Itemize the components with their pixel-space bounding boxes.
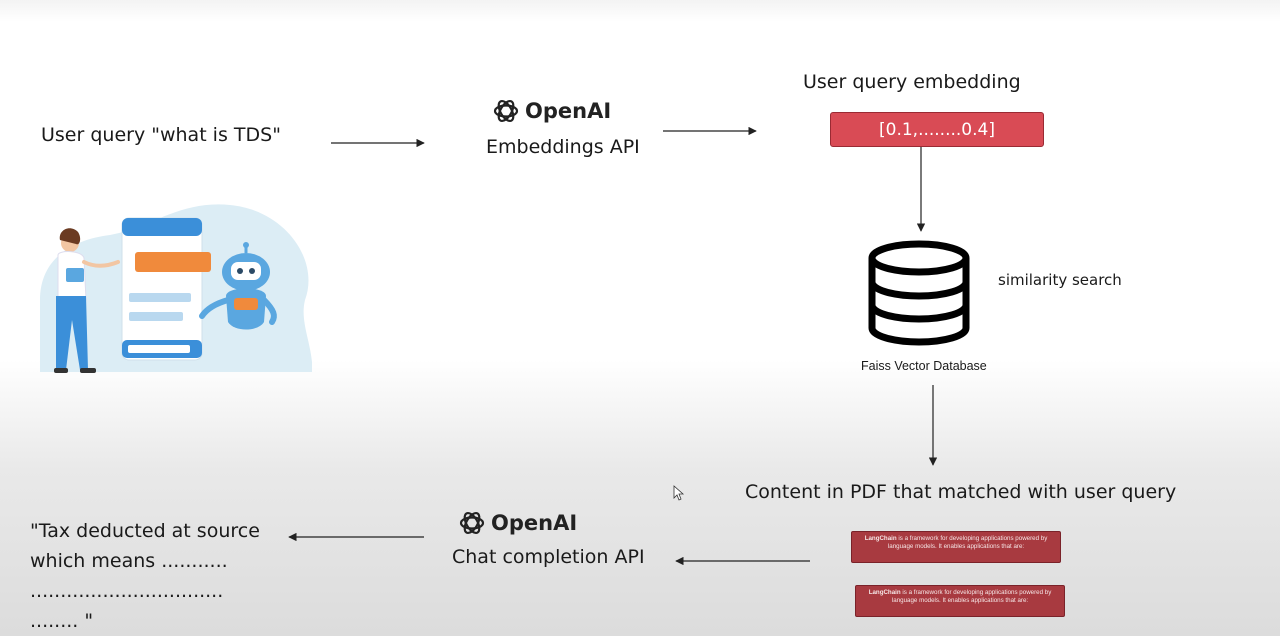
- embedding-vector-text: [0.1,........0.4]: [879, 119, 995, 140]
- user-query-label: User query "what is TDS": [41, 124, 281, 146]
- openai-logo-icon: [493, 99, 519, 123]
- pdf-snippet-bold: LangChain: [864, 535, 897, 542]
- database-icon: [868, 240, 970, 346]
- openai-logo-icon: [459, 511, 485, 535]
- faiss-database-label: Faiss Vector Database: [861, 359, 987, 373]
- answer-text: "Tax deducted at source which means ....…: [30, 516, 260, 636]
- embedding-vector-box: [0.1,........0.4]: [830, 112, 1044, 147]
- pdf-snippet-card: LangChain is a framework for developing …: [851, 531, 1061, 563]
- embeddings-api-label: Embeddings API: [486, 136, 640, 158]
- answer-line: ........ ": [30, 610, 94, 632]
- pdf-snippet-card: LangChain is a framework for developing …: [855, 585, 1065, 617]
- pdf-snippet-text: is a framework for developing applicatio…: [887, 535, 1048, 550]
- chatbot-illustration: [40, 204, 312, 373]
- embedding-title: User query embedding: [803, 71, 1021, 93]
- answer-line: which means ...........: [30, 550, 228, 572]
- answer-line: "Tax deducted at source: [30, 520, 260, 542]
- openai-logo: OpenAI: [457, 508, 577, 538]
- similarity-search-label: similarity search: [998, 271, 1122, 289]
- chat-completion-api-label: Chat completion API: [452, 546, 645, 568]
- openai-logo: OpenAI: [491, 96, 611, 126]
- mouse-cursor-icon: [673, 485, 685, 501]
- pdf-snippet-bold: LangChain: [868, 589, 901, 596]
- openai-wordmark: OpenAI: [491, 511, 578, 535]
- pdf-snippet-text: is a framework for developing applicatio…: [891, 589, 1052, 604]
- answer-line: ................................: [30, 580, 224, 602]
- pdf-content-title: Content in PDF that matched with user qu…: [745, 481, 1177, 503]
- openai-wordmark: OpenAI: [525, 99, 612, 123]
